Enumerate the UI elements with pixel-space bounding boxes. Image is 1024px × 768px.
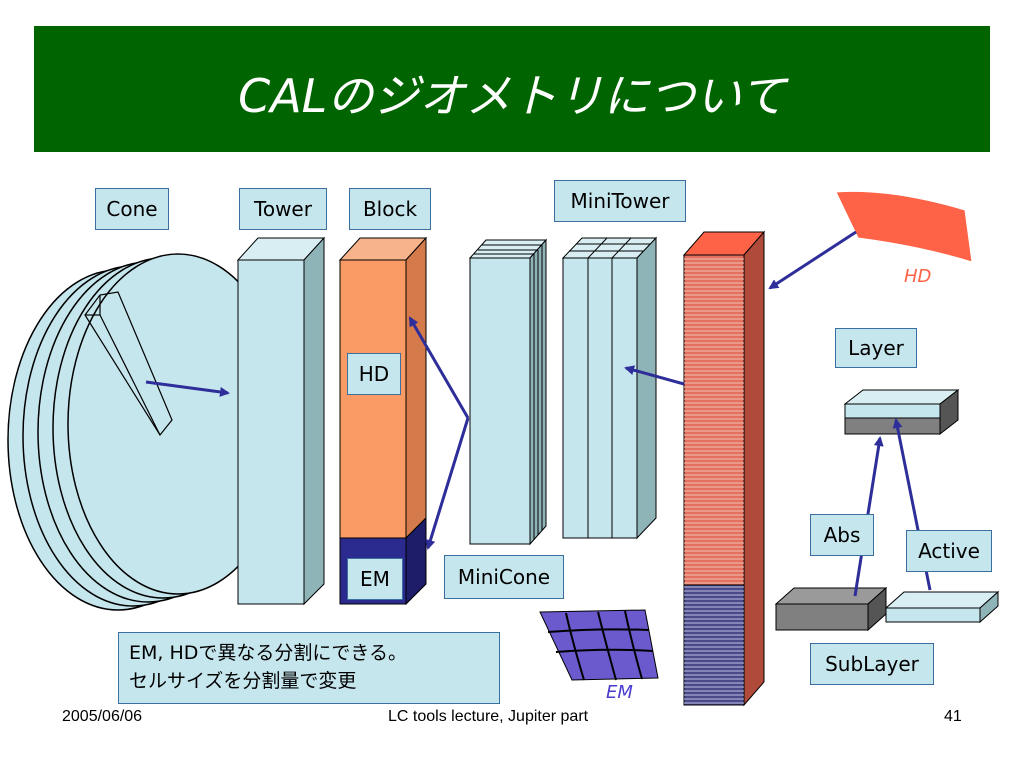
cone-label: Cone [95,188,169,230]
footer-page-number: 41 [944,708,962,725]
minitower-label: MiniTower [554,180,686,222]
hd-label: HD [347,353,401,395]
note-line-1: EM, HDで異なる分割にできる。 [129,642,408,664]
minicone-shape [468,238,548,546]
arrow-minicone-em [425,417,470,550]
arrow-stack-minitower [624,365,685,386]
arrow-cone-tower [145,380,230,397]
em-sample-label: EM [606,682,633,703]
slide-title: CALのジオメトリについて [238,69,786,123]
block-shape [338,236,428,606]
arrow-hd-stack [768,230,857,290]
layer-label: Layer [835,328,917,368]
sublayer-label: SubLayer [810,643,934,685]
footer-title: LC tools lecture, Jupiter part [388,708,589,725]
abs-slab-shape [774,586,888,632]
note-box: EM, HDで異なる分割にできる。 セルサイズを分割量で変更 [118,632,500,704]
abs-label: Abs [810,514,874,556]
arrow-minicone-hd [408,316,470,419]
footer-date: 2005/06/06 [62,708,143,725]
em-label: EM [347,558,403,600]
hd-sample-label: HD [904,266,932,287]
minitower-shape [561,236,658,540]
cone-shape [7,253,289,611]
block-label: Block [349,188,431,230]
note-line-2: セルサイズを分割量で変更 [129,670,357,692]
layer-slab-shape [843,388,960,436]
active-label: Active [906,530,992,572]
title-bar [34,26,990,152]
hd-sample-shape [835,190,973,263]
tower-label: Tower [239,188,327,230]
active-slab-shape [884,590,1000,624]
em-sample-shape [539,609,659,681]
tower-shape [236,236,326,606]
layer-stack-shape [682,230,766,707]
minicone-label: MiniCone [444,555,564,599]
